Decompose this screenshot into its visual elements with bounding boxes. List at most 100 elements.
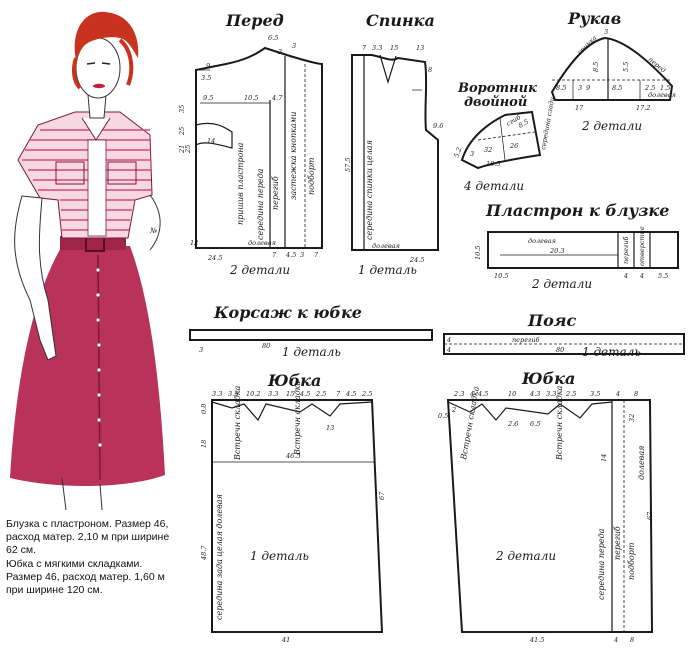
svg-text:2.5: 2.5	[644, 84, 655, 92]
svg-text:18.5: 18.5	[486, 160, 500, 168]
svg-text:9.6: 9.6	[433, 122, 443, 130]
svg-text:4.5: 4.5	[285, 251, 296, 259]
svg-text:8: 8	[630, 636, 634, 644]
svg-text:9.5: 9.5	[203, 94, 213, 102]
skirt-back-count: 1 деталь	[250, 549, 309, 563]
svg-text:4.5: 4.5	[299, 390, 310, 398]
svg-text:4: 4	[469, 390, 474, 398]
skirt-front-facing-label: подборт	[627, 542, 636, 580]
svg-text:долевая: долевая	[637, 446, 646, 480]
svg-text:8.5: 8.5	[592, 62, 600, 72]
collar-count: 4 детали	[463, 179, 524, 193]
svg-text:6.5: 6.5	[268, 34, 278, 42]
svg-text:3: 3	[578, 84, 582, 92]
illustration-mark: №	[149, 226, 157, 235]
svg-text:4.3: 4.3	[529, 390, 540, 398]
front-grain-label: долевая	[248, 239, 276, 247]
skirt-front-count: 2 детали	[495, 549, 556, 563]
svg-text:0.5: 0.5	[438, 412, 448, 420]
svg-text:7: 7	[314, 251, 319, 259]
svg-text:46.5: 46.5	[285, 452, 300, 460]
svg-text:2.3: 2.3	[453, 390, 464, 398]
svg-text:0.8: 0.8	[200, 404, 208, 414]
svg-text:пришив пластрона: пришив пластрона	[236, 142, 245, 225]
svg-text:4: 4	[615, 390, 620, 398]
sleeve-back-label: спинка	[576, 34, 599, 57]
front-button-label: застежка кнопками	[289, 112, 298, 200]
front-fold-label: перегиб	[271, 176, 280, 210]
back-count: 1 деталь	[358, 263, 417, 277]
pattern-front: Перед 6.5 3 2 9 3.5 35 25 21 25 9.5 10.5…	[178, 11, 323, 277]
svg-text:середина зада целая долевая: середина зада целая долевая	[215, 494, 224, 620]
svg-text:отверстие: отверстие	[638, 226, 646, 266]
svg-text:2.5: 2.5	[565, 390, 576, 398]
svg-text:3.3: 3.3	[212, 390, 222, 398]
svg-text:4: 4	[613, 636, 618, 644]
svg-text:14: 14	[600, 454, 608, 462]
svg-text:3.3: 3.3	[372, 44, 382, 52]
belt-fold-label: перегиб	[512, 336, 540, 344]
svg-text:4: 4	[639, 272, 644, 280]
belt-figure	[60, 236, 126, 250]
skirt-front-pleat-label-2: Встречн складка	[555, 385, 564, 461]
svg-text:67: 67	[646, 511, 654, 520]
svg-text:41.5: 41.5	[529, 636, 544, 644]
plastron-grain-label: долевая	[528, 237, 556, 245]
skirt-front-title: Юбка	[521, 369, 575, 388]
corsage-count: 1 деталь	[282, 345, 341, 359]
svg-text:середина спинки целая: середина спинки целая	[365, 140, 374, 240]
front-title: Перед	[225, 11, 284, 30]
svg-text:подборт: подборт	[307, 157, 316, 195]
svg-text:2: 2	[277, 48, 282, 56]
pattern-corsage: Корсаж к юбке 3 80 1 деталь	[189, 303, 433, 359]
back-grain-label: долевая	[372, 242, 400, 250]
svg-text:14: 14	[207, 137, 215, 145]
svg-text:4: 4	[446, 336, 451, 344]
svg-text:24.5: 24.5	[409, 256, 424, 264]
plastron-title: Пластрон к блузке	[485, 201, 669, 220]
svg-text:9: 9	[206, 62, 210, 70]
svg-text:4.5: 4.5	[477, 390, 488, 398]
caption-line-4: Юбка с мягкими складками.	[6, 557, 143, 570]
svg-text:8: 8	[428, 66, 432, 74]
svg-text:4: 4	[446, 346, 451, 354]
front-mid-label: середина переда	[256, 168, 265, 240]
svg-text:5.2: 5.2	[452, 146, 463, 158]
corsage-title: Корсаж к юбке	[213, 303, 362, 322]
svg-text:6.5: 6.5	[530, 420, 540, 428]
front-count: 2 детали	[229, 263, 290, 277]
svg-text:2: 2	[451, 406, 456, 414]
svg-text:26: 26	[509, 142, 518, 150]
svg-text:2.6: 2.6	[507, 420, 518, 428]
pattern-collar: Воротник двойной 32 26 3 5.2 8.5 сгиб се…	[452, 81, 556, 193]
caption-line-2: расход матер. 2,10 м при ширине	[6, 531, 170, 544]
pattern-sleeve: Рукав 8.5 3 9 8.5 2.5 1.5 17 17.2 8.5 5.…	[550, 9, 676, 133]
svg-text:середина переда: середина переда	[256, 168, 265, 240]
caption-line-3: 62 см.	[6, 544, 36, 557]
plastron-count: 2 детали	[531, 277, 592, 291]
svg-text:25: 25	[184, 145, 192, 154]
svg-text:10.5: 10.5	[244, 94, 258, 102]
svg-text:10.2: 10.2	[246, 390, 260, 398]
svg-text:18: 18	[200, 440, 208, 448]
sleeve-grain-label: долевая	[648, 91, 676, 99]
svg-text:3.3: 3.3	[268, 390, 278, 398]
svg-text:17: 17	[575, 104, 584, 112]
skirt-back-center-label: середина зада целая долевая	[215, 494, 224, 620]
back-title: Спинка	[366, 11, 435, 30]
svg-text:15: 15	[286, 390, 294, 398]
skirt-back-pleat-label-2: Встречн складка	[293, 380, 302, 456]
sleeve-title: Рукав	[567, 9, 621, 28]
svg-text:35: 35	[178, 105, 186, 113]
svg-text:Встречн складка: Встречн складка	[293, 380, 302, 456]
svg-text:13: 13	[416, 44, 424, 52]
svg-text:перегиб: перегиб	[622, 236, 630, 264]
skirt-back-title: Юбка	[267, 371, 321, 390]
svg-text:2.5: 2.5	[361, 390, 372, 398]
svg-text:подборт: подборт	[627, 542, 636, 580]
skirt-front-grain-label: долевая	[637, 446, 646, 480]
svg-text:застежка кнопками: застежка кнопками	[289, 112, 298, 200]
svg-text:41: 41	[281, 636, 290, 644]
svg-text:57.5: 57.5	[344, 158, 352, 172]
